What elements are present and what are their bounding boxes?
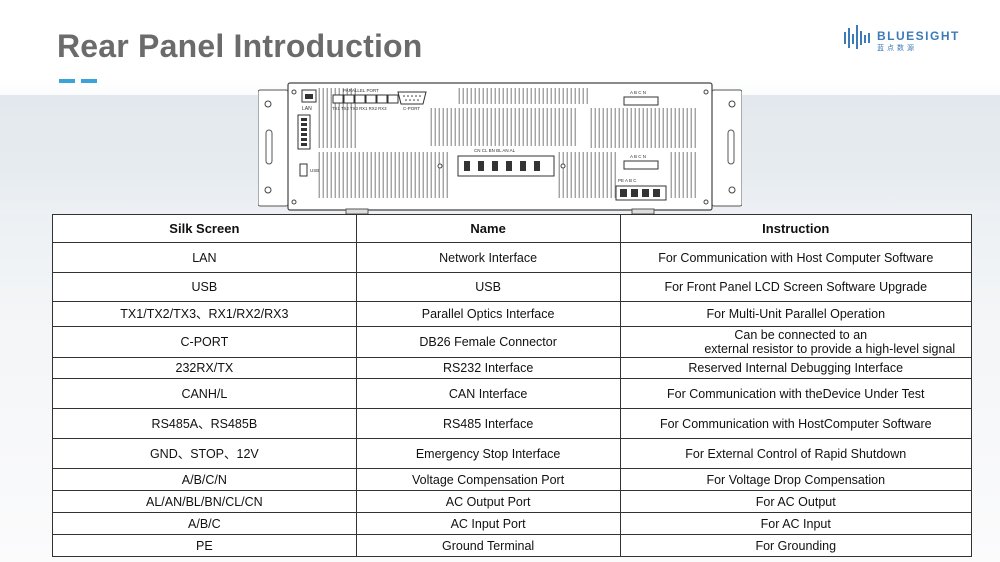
table-row: A/B/C AC Input Port For AC Input bbox=[52, 512, 973, 535]
cell-name: CAN Interface bbox=[355, 378, 621, 409]
cell-name: AC Output Port bbox=[355, 490, 621, 513]
lan-label: LAN bbox=[302, 106, 312, 112]
cell-silk: PE bbox=[52, 534, 357, 557]
logo-name: BLUESIGHT bbox=[877, 29, 960, 43]
cell-silk: C-PORT bbox=[52, 326, 357, 358]
cell-silk: USB bbox=[52, 272, 357, 302]
cell-instruction: Can be connected to an external resistor… bbox=[619, 326, 973, 358]
header-silk-screen: Silk Screen bbox=[52, 214, 357, 243]
table-row: C-PORT DB26 Female Connector Can be conn… bbox=[52, 326, 973, 358]
header-name: Name bbox=[355, 214, 621, 243]
cell-instruction: For AC Input bbox=[619, 512, 973, 535]
cell-instruction: For Multi-Unit Parallel Operation bbox=[619, 301, 973, 327]
instruction-line-2: external resistor to provide a high-leve… bbox=[704, 342, 956, 356]
cell-name: Network Interface bbox=[355, 242, 621, 273]
cell-instruction: For Grounding bbox=[619, 534, 973, 557]
table-header-row: Silk Screen Name Instruction bbox=[52, 214, 973, 243]
table-row: CANH/L CAN Interface For Communication w… bbox=[52, 378, 973, 409]
cell-instruction: Reserved Internal Debugging Interface bbox=[619, 357, 973, 379]
cell-silk: 232RX/TX bbox=[52, 357, 357, 379]
cell-name: Ground Terminal bbox=[355, 534, 621, 557]
cell-name: AC Input Port bbox=[355, 512, 621, 535]
table-row: RS485A、RS485B RS485 Interface For Commun… bbox=[52, 408, 973, 439]
ac-output-label: CN CL BN BL AN AL bbox=[474, 148, 516, 153]
abcn-mid-label: A B C N bbox=[630, 154, 646, 159]
table-row: A/B/C/N Voltage Compensation Port For Vo… bbox=[52, 468, 973, 491]
cell-instruction: For Voltage Drop Compensation bbox=[619, 468, 973, 491]
table-row: GND、STOP、12V Emergency Stop Interface Fo… bbox=[52, 438, 973, 469]
title-accent-dash bbox=[81, 79, 97, 83]
brand-logo: BLUESIGHT 蓝点数源 bbox=[843, 22, 973, 58]
parallel-port-label: PARALLEL PORT bbox=[343, 88, 379, 93]
table-row: TX1/TX2/TX3、RX1/RX2/RX3 Parallel Optics … bbox=[52, 301, 973, 327]
cell-silk: LAN bbox=[52, 242, 357, 273]
cell-silk: A/B/C/N bbox=[52, 468, 357, 491]
table-row: 232RX/TX RS232 Interface Reserved Intern… bbox=[52, 357, 973, 379]
cell-silk: TX1/TX2/TX3、RX1/RX2/RX3 bbox=[52, 301, 357, 327]
ac-input-label: PE A B C bbox=[618, 178, 637, 183]
table-row: USB USB For Front Panel LCD Screen Softw… bbox=[52, 272, 973, 302]
page-title: Rear Panel Introduction bbox=[57, 28, 423, 64]
cell-instruction: For Communication with HostComputer Soft… bbox=[619, 408, 973, 439]
cell-silk: AL/AN/BL/BN/CL/CN bbox=[52, 490, 357, 513]
title-accent-dash bbox=[59, 79, 75, 83]
tx-rx-label: TX1 TX2 TX3 RX1 RX2 RX3 bbox=[332, 106, 387, 111]
logo-subtitle: 蓝点数源 bbox=[877, 45, 917, 52]
cell-silk: GND、STOP、12V bbox=[52, 438, 357, 469]
cell-name: DB26 Female Connector bbox=[355, 326, 621, 358]
cell-instruction: For AC Output bbox=[619, 490, 973, 513]
cell-instruction: For Communication with theDevice Under T… bbox=[619, 378, 973, 409]
cell-name: RS485 Interface bbox=[355, 408, 621, 439]
cport-label: C-PORT bbox=[403, 106, 420, 111]
cell-name: Voltage Compensation Port bbox=[355, 468, 621, 491]
table-row: LAN Network Interface For Communication … bbox=[52, 242, 973, 273]
spec-table: Silk Screen Name Instruction LAN Network… bbox=[52, 214, 973, 557]
rear-panel-diagram: LAN PARALLEL PORT TX1 TX2 TX3 RX1 RX2 RX… bbox=[257, 82, 743, 215]
table-row: AL/AN/BL/BN/CL/CN AC Output Port For AC … bbox=[52, 490, 973, 513]
cell-name: Parallel Optics Interface bbox=[355, 301, 621, 327]
cell-silk: RS485A、RS485B bbox=[52, 408, 357, 439]
header-instruction: Instruction bbox=[619, 214, 973, 243]
cell-name: USB bbox=[355, 272, 621, 302]
logo-bars-icon bbox=[844, 25, 870, 49]
cell-instruction: For External Control of Rapid Shutdown bbox=[619, 438, 973, 469]
cell-instruction: For Front Panel LCD Screen Software Upgr… bbox=[619, 272, 973, 302]
cell-silk: CANH/L bbox=[52, 378, 357, 409]
instruction-line-1: Can be connected to an bbox=[734, 328, 868, 342]
cell-name: Emergency Stop Interface bbox=[355, 438, 621, 469]
abcn-top-label: A B C N bbox=[630, 90, 646, 95]
rear-panel-drawing: LAN PARALLEL PORT TX1 TX2 TX3 RX1 RX2 RX… bbox=[257, 82, 743, 215]
table-row: PE Ground Terminal For Grounding bbox=[52, 534, 973, 557]
cell-name: RS232 Interface bbox=[355, 357, 621, 379]
usb-label: USB bbox=[310, 168, 319, 173]
cell-silk: A/B/C bbox=[52, 512, 357, 535]
cell-instruction: For Communication with Host Computer Sof… bbox=[619, 242, 973, 273]
